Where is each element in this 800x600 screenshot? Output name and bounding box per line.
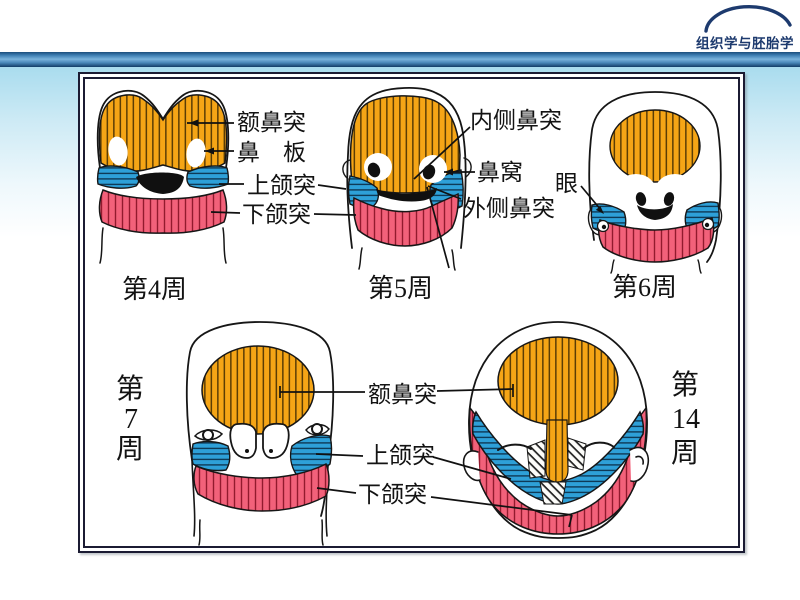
- caption-week6: 第6周: [612, 273, 677, 302]
- label-maxillary-top: 上颌突: [247, 173, 316, 198]
- caption-week7-char3: 周: [116, 434, 144, 465]
- logo-text: 组织学与胚胎学: [696, 36, 794, 51]
- figure-labels: 额鼻突 鼻 板 上颌突 下颌突 内侧鼻突 鼻窝 外侧鼻突 眼 额鼻突 上颌突 下…: [237, 108, 578, 507]
- figure-captions: 第4周 第5周 第6周 第 7 周 第 14 周: [116, 273, 700, 469]
- label-nasal-placode: 鼻 板: [237, 140, 306, 165]
- course-logo: 组织学与胚胎学: [690, 2, 798, 51]
- caption-week5: 第5周: [368, 274, 433, 303]
- top-banner-bar: [0, 52, 800, 67]
- week4-embryo-figure: [96, 89, 230, 264]
- diagram-frame: 额鼻突 鼻 板 上颌突 下颌突 内侧鼻突 鼻窝 外侧鼻突 眼 额鼻突 上颌突 下…: [78, 72, 745, 553]
- leader-lines: [187, 119, 604, 528]
- week5-embryo-figure: [342, 87, 472, 271]
- caption-week14-char1: 第: [671, 369, 699, 401]
- week14-embryo-figure: [462, 321, 650, 539]
- caption-week14-char3: 周: [671, 438, 699, 469]
- label-medial-nasal: 内侧鼻突: [470, 108, 562, 133]
- label-frontonasal-bottom: 额鼻突: [368, 382, 437, 407]
- caption-week14-char2: 14: [672, 404, 700, 435]
- label-eye: 眼: [555, 171, 578, 196]
- label-mandibular-top: 下颌突: [242, 202, 311, 227]
- label-maxillary-bottom: 上颌突: [366, 443, 435, 468]
- label-frontonasal-week4: 额鼻突: [237, 110, 306, 135]
- week7-embryo-figure: [185, 321, 335, 546]
- label-lateral-nasal: 外侧鼻突: [463, 196, 555, 221]
- embryo-development-diagram: 额鼻突 鼻 板 上颌突 下颌突 内侧鼻突 鼻窝 外侧鼻突 眼 额鼻突 上颌突 下…: [96, 87, 723, 546]
- label-nasal-pit: 鼻窝: [477, 160, 523, 185]
- caption-week7-char2: 7: [124, 404, 138, 435]
- caption-week4: 第4周: [122, 275, 187, 304]
- caption-week7-char1: 第: [116, 373, 144, 405]
- logo-arc-icon: [704, 4, 792, 33]
- week6-embryo-figure: [587, 91, 723, 274]
- label-mandibular-bottom: 下颌突: [358, 482, 427, 507]
